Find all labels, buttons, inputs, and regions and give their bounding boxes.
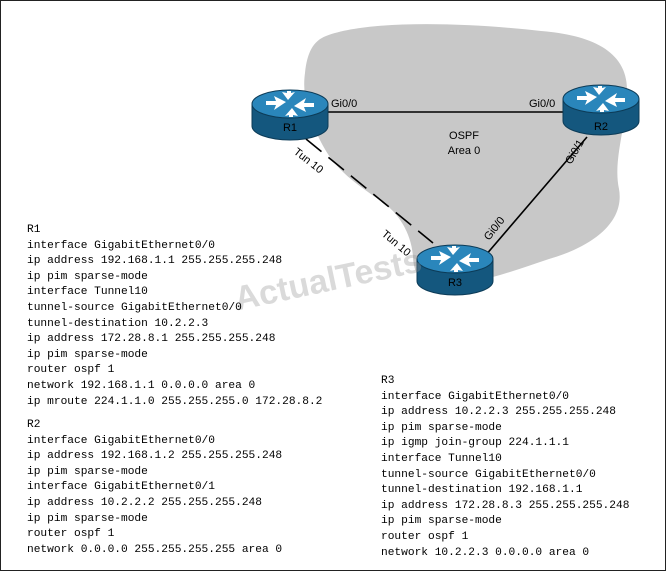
ospf-area-number: Area 0 <box>448 145 480 157</box>
config-line: interface GigabitEthernet0/0 <box>27 434 215 447</box>
config-line: ip pim sparse-mode <box>381 421 502 434</box>
config-line: network 10.2.2.3 0.0.0.0 area 0 <box>381 546 590 559</box>
config-line: ip igmp join-group 224.1.1.1 <box>381 437 569 450</box>
config-line: ip address 192.168.1.1 255.255.255.248 <box>27 255 283 268</box>
config-line: interface GigabitEthernet0/0 <box>381 390 569 403</box>
config-line: interface GigabitEthernet0/0 <box>27 239 215 252</box>
config-line: tunnel-source GigabitEthernet0/0 <box>381 468 596 481</box>
config-line: tunnel-destination 10.2.2.3 <box>27 317 209 330</box>
config-line: ip address 172.28.8.1 255.255.255.248 <box>27 333 276 346</box>
router-r3-label: R3 <box>448 277 462 289</box>
config-line: R3 <box>381 375 395 387</box>
router-r2-label: R2 <box>594 121 608 133</box>
ospf-area-label: OSPF <box>449 130 479 142</box>
router-arrows-icon <box>266 91 314 117</box>
config-line: tunnel-source GigabitEthernet0/0 <box>27 301 242 314</box>
config-line: network 0.0.0.0 255.255.255.255 area 0 <box>27 543 283 556</box>
config-line: R2 <box>27 419 41 431</box>
link-r2-r3 <box>478 136 588 264</box>
config-line: ip mroute 224.1.1.0 255.255.255.0 172.28… <box>27 395 323 408</box>
r3-config: R3 interface GigabitEthernet0/0 ip addre… <box>381 374 629 561</box>
config-line: ip pim sparse-mode <box>27 465 148 478</box>
router-arrows-icon <box>577 86 625 112</box>
config-line: ip pim sparse-mode <box>27 270 148 283</box>
router-r1-label: R1 <box>283 122 297 134</box>
config-line: ip address 10.2.2.2 255.255.255.248 <box>27 496 262 509</box>
r1-gi00-label: Gi0/0 <box>331 98 357 110</box>
config-line: ip address 10.2.2.3 255.255.255.248 <box>381 406 616 419</box>
config-line: network 192.168.1.1 0.0.0.0 area 0 <box>27 379 256 392</box>
r1-config: R1 interface GigabitEthernet0/0 ip addre… <box>27 223 322 410</box>
config-line: router ospf 1 <box>381 530 469 543</box>
config-line: router ospf 1 <box>27 528 115 541</box>
config-line: ip address 192.168.1.2 255.255.255.248 <box>27 450 283 463</box>
config-line: router ospf 1 <box>27 364 115 377</box>
router-r1[interactable]: R1 <box>251 89 329 141</box>
config-line: ip pim sparse-mode <box>27 512 148 525</box>
config-line: interface Tunnel10 <box>381 452 502 465</box>
config-line: tunnel-destination 192.168.1.1 <box>381 484 583 497</box>
config-line: interface GigabitEthernet0/1 <box>27 481 215 494</box>
config-line: ip address 172.28.8.3 255.255.255.248 <box>381 499 630 512</box>
ospf-area-cloud <box>304 24 628 288</box>
r2-gi00-label: Gi0/0 <box>529 98 555 110</box>
config-line: interface Tunnel10 <box>27 286 148 299</box>
config-line: R1 <box>27 224 41 236</box>
r2-config: R2 interface GigabitEthernet0/0 ip addre… <box>27 418 282 558</box>
config-line: ip pim sparse-mode <box>27 348 148 361</box>
config-line: ip pim sparse-mode <box>381 515 502 528</box>
router-r2[interactable]: R2 <box>562 84 640 136</box>
router-r3[interactable]: R3 <box>416 244 494 296</box>
router-arrows-icon <box>431 246 479 272</box>
